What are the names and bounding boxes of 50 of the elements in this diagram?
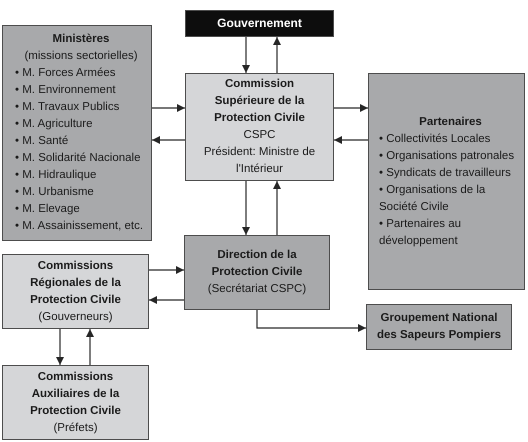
arrow [273,181,281,235]
list-item: • Organisations patronales [379,148,516,164]
arrow [273,37,281,73]
org-box [366,304,512,350]
list-item: • M. Solidarité Nacionale [15,151,142,166]
arrow [149,266,184,274]
arrow [149,296,184,304]
arrow [152,136,185,144]
org-box [2,254,149,329]
box-heading: Commissions Régionales de la Protection Civile [29,258,122,308]
org-box [2,365,149,440]
arrow [86,329,94,365]
list-item: • M. Santé [15,134,70,149]
box-heading: Commission Supérieure de la Protection Civile [213,77,306,126]
list-item: • M. Forces Armées [15,66,117,81]
list-item: • Syndicats de travailleurs [379,166,512,180]
arrow [56,329,64,365]
list-item: • M. Assainissement, etc. [15,219,144,234]
elbow-arrow [256,310,366,332]
list-item: • M. Environnement [15,83,117,98]
box-text: (Préfets) [52,420,99,436]
org-box [368,73,525,290]
arrow [242,37,250,73]
arrow [242,181,250,235]
arrow [152,104,185,112]
list-item: • Organisations de la Société Civile [379,182,486,214]
box-heading: Groupement National des Sapeurs Pompiers [376,311,502,343]
box-heading: Partenaires [418,114,483,130]
list-item: • Collectivités Locales [379,132,492,146]
box-heading: Gouvernement [216,15,303,32]
org-box [2,25,152,241]
org-box [185,73,334,181]
box-heading: Commissions Auxiliaires de la Protection Civile [29,370,122,418]
list-item: • M. Urbanisme [15,185,95,200]
list-item: • Partenaires au développement [379,216,462,248]
box-text: (Gouverneurs) [37,310,114,324]
list-item: • M. Hidraulique [15,168,98,183]
org-box [185,10,334,37]
arrow [334,136,368,144]
box-text: Président: Ministre de l'Intérieur [202,145,316,177]
arrow [334,104,368,112]
box-text: CSPC [242,128,276,143]
box-heading: Ministères [52,32,110,47]
list-item: • M. Agriculture [15,117,94,132]
list-item: • M. Travaux Publics [15,100,120,115]
box-heading: Direction de la Protection Civile [210,248,304,280]
list-item: • M. Elevage [15,202,81,217]
org-box [184,235,330,310]
box-text: (missions sectorielles) [23,49,139,64]
box-text: (Secrétariat CSPC) [206,282,308,297]
